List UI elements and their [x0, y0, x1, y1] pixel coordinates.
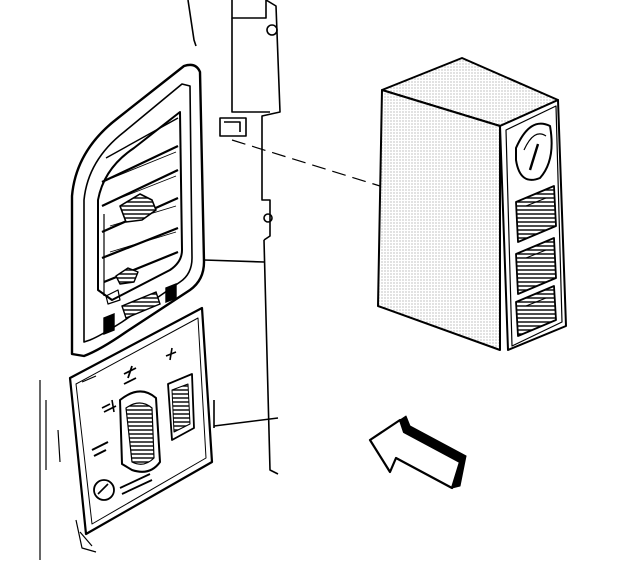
panel-text-glyphs: [119, 473, 153, 495]
headlamp-switch-panel: [68, 306, 214, 536]
module-button-upper: [515, 185, 557, 243]
module-button-middle: [515, 237, 557, 295]
dome-button-icon: [93, 479, 115, 501]
alignment-leader-line: [231, 139, 381, 187]
headlamp-knob: [119, 390, 161, 473]
off-text-glyphs: [91, 441, 109, 457]
installation-arrow: [368, 415, 467, 490]
dash-bracket: [187, 0, 281, 475]
interior-light-symbol-icon: [165, 347, 177, 361]
replacement-switch-module: [377, 57, 567, 351]
dimmer-thumbwheel: [167, 373, 195, 441]
parking-symbol-icon: [101, 399, 117, 413]
headlamp-symbol-icon: [123, 365, 137, 385]
module-knob-icon: [515, 122, 553, 181]
air-outlet-vent: [97, 111, 183, 305]
bezel-mini-switches: [103, 282, 177, 336]
